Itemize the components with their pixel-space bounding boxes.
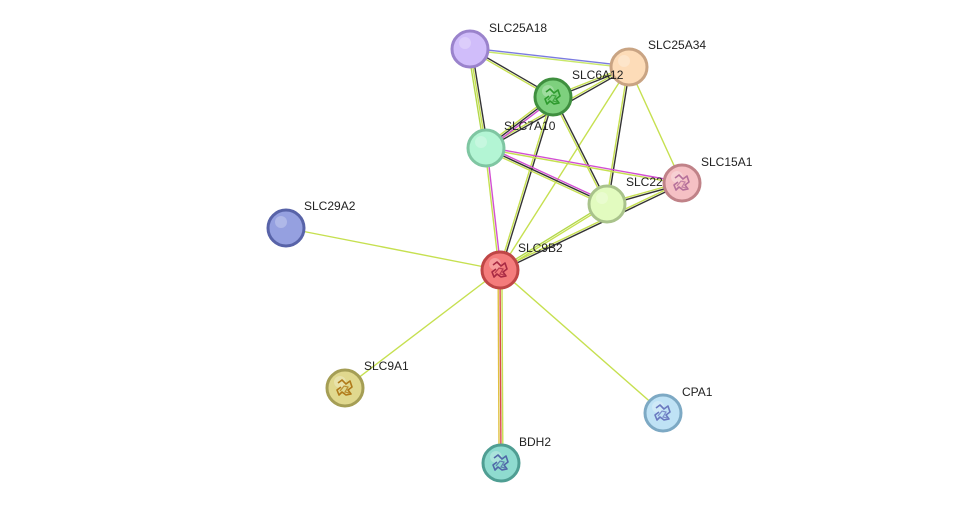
edge-evidence-line: [486, 147, 502, 270]
node-cpa1[interactable]: CPA1: [643, 385, 713, 433]
node-slc9b2[interactable]: SLC9B2: [480, 241, 563, 290]
edge-cpa1-slc9b2[interactable]: [499, 269, 664, 414]
edge-slc7a10-slc15a1[interactable]: [485, 146, 683, 185]
protein-structure-icon: [491, 261, 508, 278]
edge-evidence-line: [485, 147, 608, 205]
edge-slc25a18-slc25a34[interactable]: [469, 47, 630, 69]
protein-structure-icon: [492, 454, 509, 471]
edge-evidence-line: [551, 97, 607, 205]
node-slc25a18[interactable]: SLC25A18: [450, 21, 547, 69]
edge-evidence-line: [553, 96, 609, 204]
edge-evidence-line: [499, 269, 502, 464]
edge-bdh2-slc9b2[interactable]: [497, 269, 504, 464]
node-circle: [587, 184, 627, 224]
edge-evidence-line: [469, 49, 629, 69]
edge-evidence-line: [605, 66, 629, 204]
edge-evidence-line: [500, 204, 608, 272]
node-label: SLC9B2: [518, 241, 563, 255]
node-highlight: [618, 55, 630, 67]
edge-evidence-line: [486, 145, 609, 203]
node-bdh2[interactable]: BDH2: [481, 435, 551, 483]
node-label: SLC22: [626, 175, 663, 189]
node-circle: [480, 250, 520, 290]
edge-evidence-line: [628, 66, 683, 184]
protein-structure-icon: [336, 379, 353, 396]
node-slc29a2[interactable]: SLC29A2: [266, 199, 356, 248]
edge-evidence-line: [485, 148, 682, 185]
node-highlight: [596, 192, 608, 204]
node-slc6a12[interactable]: SLC6A12: [533, 68, 624, 117]
node-circle: [481, 443, 521, 483]
edge-evidence-line: [486, 146, 683, 183]
edge-slc29a2-slc9b2[interactable]: [285, 227, 501, 271]
protein-structure-icon: [654, 404, 671, 421]
edge-evidence-line: [499, 66, 630, 271]
edge-slc7a10-slc9b2[interactable]: [484, 147, 502, 271]
edge-evidence-line: [498, 96, 553, 270]
edge-evidence-line: [499, 202, 607, 270]
protein-structure-icon: [544, 88, 561, 105]
edge-slc6a12-slc9b2[interactable]: [498, 96, 555, 271]
edge-evidence-line: [285, 227, 501, 271]
protein-structure-icon: [673, 174, 690, 191]
node-label: SLC29A2: [304, 199, 356, 213]
nodes-layer: SLC25A18SLC25A34SLC6A12SLC7A10SLC15A1SLC…: [266, 21, 753, 483]
edge-slc22-slc9b2[interactable]: [499, 202, 608, 272]
node-slc15a1[interactable]: SLC15A1: [662, 155, 753, 203]
node-circle: [609, 47, 649, 87]
edge-slc7a10-slc22[interactable]: [484, 145, 609, 207]
edge-slc9a1-slc9b2[interactable]: [344, 269, 501, 389]
node-label: SLC15A1: [701, 155, 753, 169]
edge-slc6a12-slc22[interactable]: [551, 96, 609, 205]
edge-evidence-line: [499, 269, 664, 414]
node-slc22[interactable]: SLC22: [587, 175, 663, 224]
node-highlight: [459, 37, 471, 49]
node-circle: [266, 208, 306, 248]
node-highlight: [475, 136, 487, 148]
edge-slc25a34-slc22[interactable]: [605, 66, 631, 205]
node-slc7a10[interactable]: SLC7A10: [466, 119, 556, 168]
edge-slc25a34-slc15a1[interactable]: [628, 66, 683, 184]
node-label: SLC6A12: [572, 68, 624, 82]
edge-evidence-line: [500, 97, 555, 271]
node-label: SLC7A10: [504, 119, 556, 133]
node-highlight: [275, 216, 287, 228]
edge-evidence-line: [501, 269, 504, 463]
edge-evidence-line: [500, 183, 683, 272]
edge-evidence-line: [470, 47, 630, 67]
node-label: BDH2: [519, 435, 551, 449]
edge-evidence-line: [484, 149, 607, 207]
node-slc25a34[interactable]: SLC25A34: [609, 38, 706, 87]
node-label: CPA1: [682, 385, 713, 399]
node-circle: [662, 163, 702, 203]
edge-slc25a34-slc9b2[interactable]: [499, 66, 630, 271]
edge-slc15a1-slc9b2[interactable]: [499, 181, 683, 272]
node-circle: [450, 29, 490, 69]
edge-evidence-line: [484, 148, 500, 271]
edge-evidence-line: [344, 269, 501, 389]
node-circle: [643, 393, 683, 433]
node-circle: [325, 368, 365, 408]
node-label: SLC25A18: [489, 21, 547, 35]
node-label: SLC25A34: [648, 38, 706, 52]
node-circle: [466, 128, 506, 168]
node-circle: [533, 77, 573, 117]
edge-evidence-line: [607, 67, 631, 205]
edge-evidence-line: [497, 270, 500, 464]
node-label: SLC9A1: [364, 359, 409, 373]
edge-evidence-line: [499, 181, 682, 270]
node-slc9a1[interactable]: SLC9A1: [325, 359, 409, 408]
